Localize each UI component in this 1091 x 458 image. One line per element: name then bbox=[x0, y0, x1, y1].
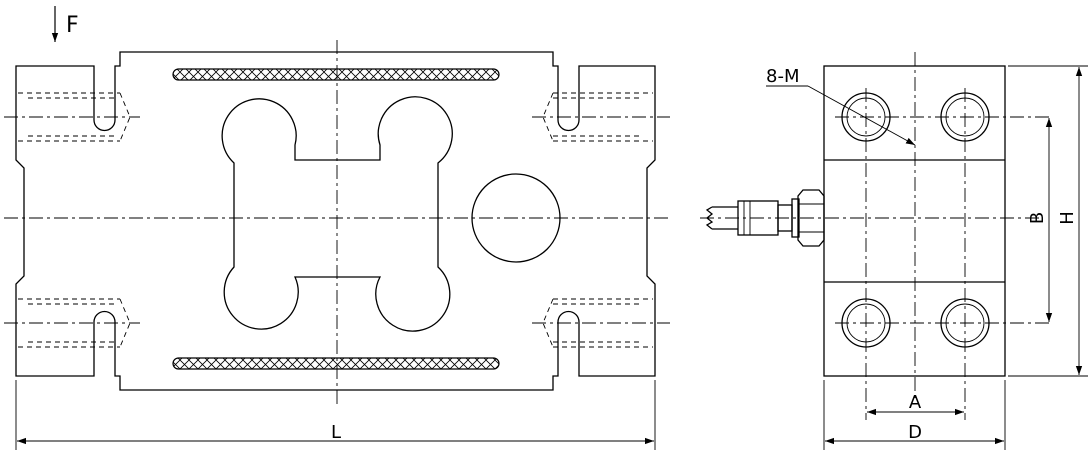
force-indicator: F bbox=[51, 6, 79, 42]
dimension-a: A bbox=[867, 392, 964, 416]
top-seal-strip bbox=[172, 68, 500, 81]
dimension-h-label: H bbox=[1057, 211, 1078, 225]
dimension-l: L bbox=[15, 380, 656, 450]
holes-callout: 8-M bbox=[766, 66, 916, 146]
bottom-seal-strip bbox=[172, 357, 500, 370]
dimension-l-label: L bbox=[331, 422, 341, 443]
holes-callout-label: 8-M bbox=[766, 66, 799, 87]
mounting-holes bbox=[841, 92, 990, 348]
dimension-b-label: B bbox=[1027, 212, 1048, 224]
side-body bbox=[823, 65, 1006, 377]
h-cutout bbox=[221, 96, 453, 332]
cable-gland bbox=[705, 189, 825, 247]
dimension-b: B bbox=[1027, 118, 1053, 322]
force-label: F bbox=[66, 13, 79, 38]
threaded-holes-hidden bbox=[18, 92, 653, 348]
dimension-d-label: D bbox=[908, 422, 922, 443]
dimension-h: H bbox=[1008, 65, 1088, 377]
front-center-lines bbox=[4, 40, 670, 404]
front-view: L bbox=[4, 40, 670, 450]
dimension-d: D bbox=[823, 380, 1006, 450]
dimension-a-label: A bbox=[909, 392, 922, 413]
body-outline bbox=[15, 51, 656, 391]
side-view: 8-M A D B H bbox=[700, 52, 1088, 450]
side-center-lines bbox=[700, 52, 1052, 420]
